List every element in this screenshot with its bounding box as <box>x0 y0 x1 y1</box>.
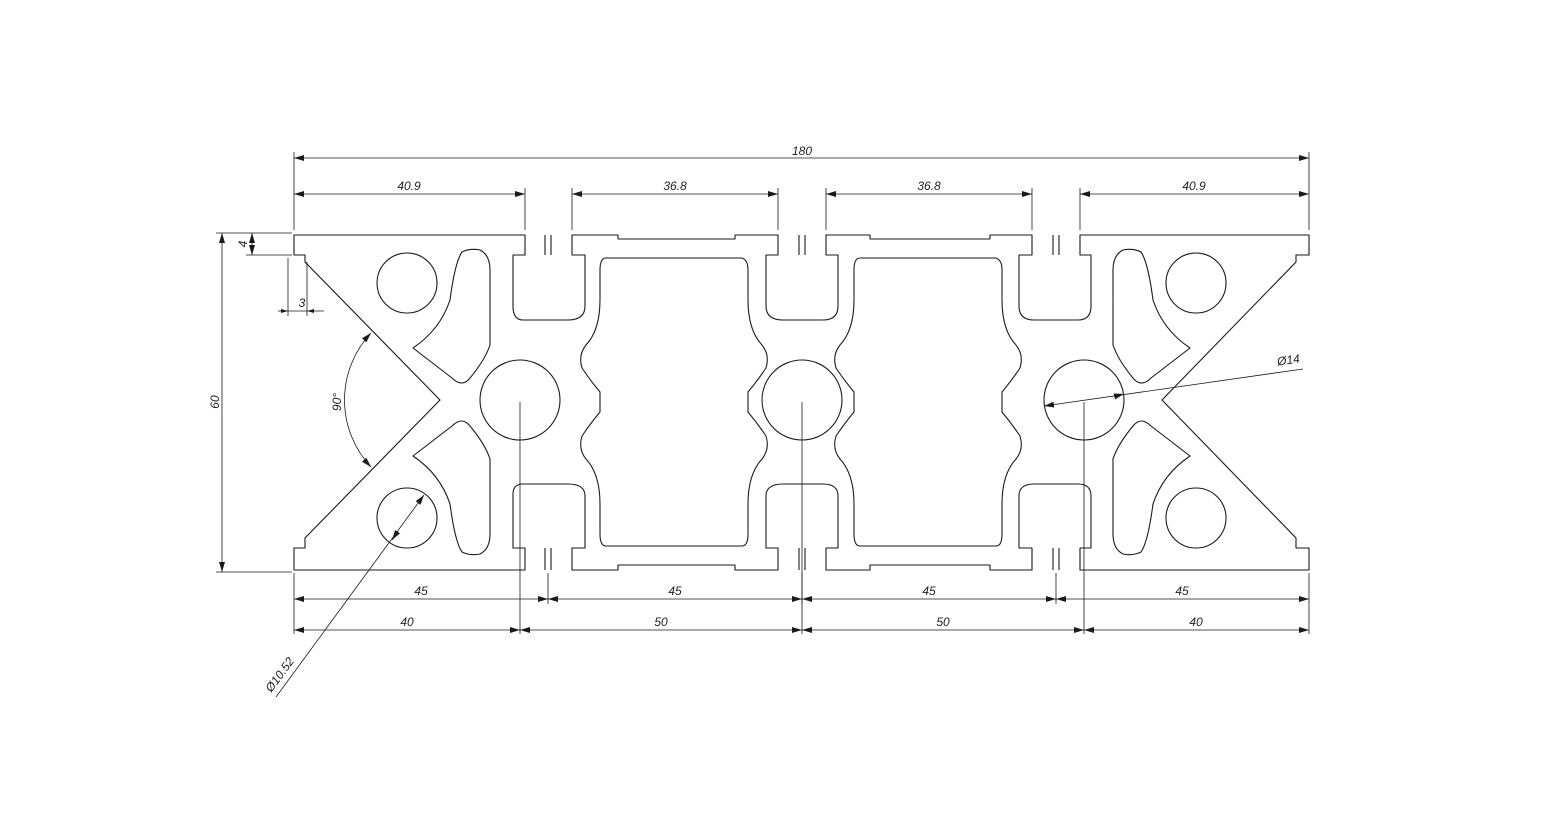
dim-angle: 90° <box>330 393 344 411</box>
slot-groove-bottom-2 <box>798 548 806 570</box>
dim-hole-pitch-3: 50 <box>936 615 950 629</box>
slot-groove-bottom-3 <box>1052 548 1060 570</box>
dim-slot-pitch-4: 45 <box>1175 584 1189 598</box>
leader-corner-hole <box>275 494 425 698</box>
chamber-right <box>834 257 1022 547</box>
outer-contour-top <box>293 234 1310 571</box>
slot-groove-top-2 <box>798 235 806 255</box>
dim-hole-pitch-2: 50 <box>654 615 668 629</box>
slot-groove-top-3 <box>1052 235 1060 255</box>
corner-hole-bl <box>376 487 438 549</box>
dimensions: 180 40.9 36.8 36.8 40.9 60 4 3 90° <box>208 144 1310 698</box>
dim-hole-pitch-1: 40 <box>400 615 414 629</box>
angle-arc <box>344 332 372 468</box>
dim-flange-thickness: 4 <box>236 240 250 247</box>
leader-center-bore <box>1043 368 1304 408</box>
dim-top-seg-2: 36.8 <box>663 179 687 193</box>
chamber-left <box>580 257 768 547</box>
left-pocket-lower <box>412 420 491 556</box>
dim-slot-pitch-1: 45 <box>414 584 428 598</box>
dim-height: 60 <box>208 395 222 409</box>
dim-top-seg-1: 40.9 <box>397 179 421 193</box>
right-pocket-upper <box>1112 248 1191 384</box>
corner-hole-tl <box>376 252 438 314</box>
dim-slot-pitch-2: 45 <box>668 584 682 598</box>
dim-overall-width: 180 <box>792 144 812 158</box>
left-pocket-upper <box>412 248 491 384</box>
corner-hole-tr <box>1165 252 1227 314</box>
right-pocket-lower <box>1112 420 1191 556</box>
dim-center-bore: Ø14 <box>1275 351 1301 368</box>
dim-hole-pitch-4: 40 <box>1189 615 1203 629</box>
slot-groove-top-1 <box>544 235 552 255</box>
dim-slot-pitch-3: 45 <box>922 584 936 598</box>
dim-lip-offset: 3 <box>299 296 306 310</box>
slot-groove-bottom-1 <box>544 548 552 570</box>
dim-top-seg-4: 40.9 <box>1182 179 1206 193</box>
dim-top-seg-3: 36.8 <box>917 179 941 193</box>
corner-hole-br <box>1165 487 1227 549</box>
profile-outline <box>293 234 1310 571</box>
